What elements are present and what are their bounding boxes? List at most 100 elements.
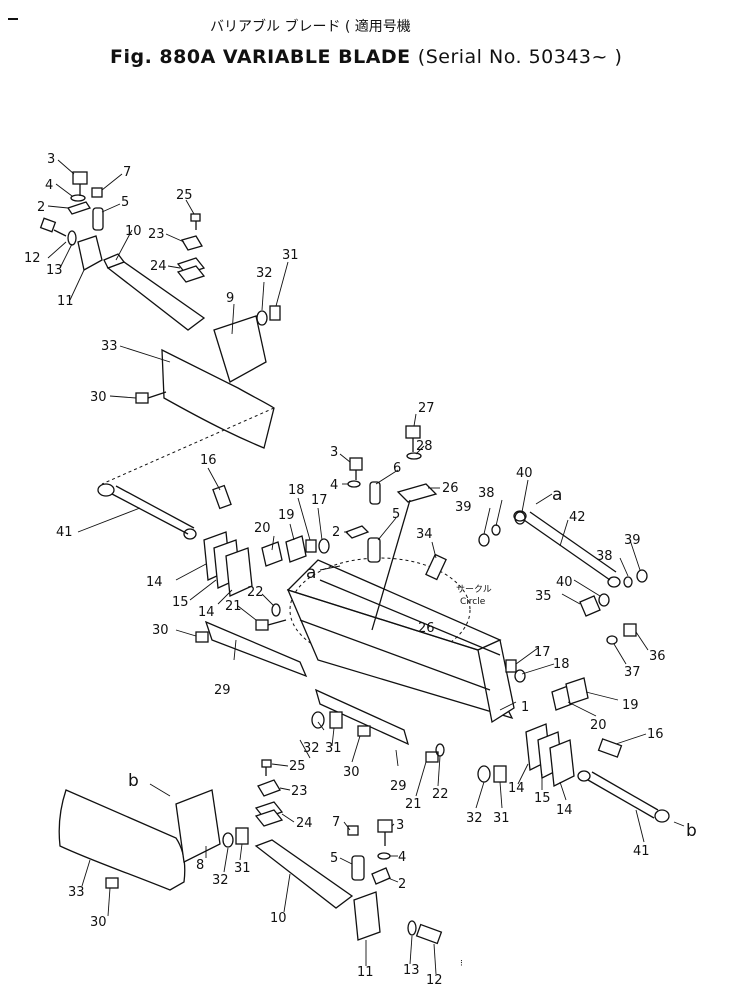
label-1: 1	[521, 700, 529, 715]
plate-14-left-b	[225, 547, 253, 597]
washer-40-top	[514, 511, 526, 525]
label-32-center: 32	[303, 741, 320, 756]
bracket-20-left	[261, 541, 283, 567]
label-25-bottom: 25	[289, 759, 306, 774]
label-41-right: 41	[633, 844, 650, 859]
label-36: 36	[649, 649, 666, 664]
washer-13-top	[67, 230, 77, 246]
label-42: 42	[569, 510, 586, 525]
bolt-27	[405, 425, 421, 439]
serial-range: (Serial No. 50343~ )	[417, 46, 623, 68]
label-26: 26	[442, 481, 459, 496]
label-20: 20	[254, 521, 271, 536]
label-32: 32	[256, 266, 273, 281]
nut-7-top	[91, 187, 103, 198]
moldboard-33-top	[161, 348, 275, 449]
label-31-center: 31	[325, 741, 342, 756]
label-34: 34	[416, 527, 433, 542]
label-17: 17	[311, 493, 328, 508]
label-22-right: 22	[432, 787, 449, 802]
shim-24-bottom-b	[254, 809, 284, 827]
label-24: 24	[150, 259, 167, 274]
pin-6-center	[369, 481, 381, 505]
shim-19-left	[285, 535, 307, 563]
bracket-11-top	[77, 235, 103, 271]
label-25: 25	[176, 188, 193, 203]
label-3-bottom: 3	[396, 818, 404, 833]
pin-16-right	[597, 738, 623, 758]
bolt-30-top	[135, 392, 149, 404]
washer-4-top	[70, 194, 86, 202]
plate-23-top	[181, 235, 203, 251]
label-21-right: 21	[405, 797, 422, 812]
shim-24-top-b	[176, 265, 206, 283]
label-4-center: 4	[330, 478, 338, 493]
bolt-12-top	[39, 217, 57, 233]
label-38: 38	[478, 486, 495, 501]
pin-5-center	[367, 537, 381, 563]
ref-a-left: a	[306, 563, 316, 583]
washer-37	[606, 635, 618, 645]
label-2-bottom: 2	[398, 877, 406, 892]
plate-23-bottom	[257, 779, 281, 797]
label-6: 6	[393, 461, 401, 476]
label-27: 27	[418, 401, 435, 416]
label-32-right: 32	[466, 811, 483, 826]
nut-7-bottom	[347, 825, 359, 836]
label-30-bottom: 30	[90, 915, 107, 930]
label-4-bottom: 4	[398, 850, 406, 865]
washer-22-left	[271, 603, 281, 617]
washer-39-right	[636, 569, 648, 583]
frame-end	[477, 639, 515, 724]
label-2-center: 2	[332, 525, 340, 540]
label-14-b: 14	[198, 605, 215, 620]
label-10-bottom: 10	[270, 911, 287, 926]
label-2: 2	[37, 200, 45, 215]
label-29: 29	[214, 683, 231, 698]
bolt-25-top	[190, 213, 201, 222]
label-18-right: 18	[553, 657, 570, 672]
label-30-left: 30	[152, 623, 169, 638]
washer-22-right	[435, 743, 445, 757]
label-29-lower: 29	[390, 779, 407, 794]
bracket-35	[579, 595, 601, 617]
nut-31-center	[329, 711, 343, 729]
label-14-right-b: 14	[556, 803, 573, 818]
label-39-right: 39	[624, 533, 641, 548]
bracket-11-bottom	[353, 891, 381, 941]
nut-18-left	[305, 539, 317, 553]
bolt-3-top	[72, 171, 88, 185]
plate-2-bottom	[371, 867, 391, 885]
label-30: 30	[90, 390, 107, 405]
label-13: 13	[46, 263, 63, 278]
washer-4-center	[347, 480, 361, 488]
plate-2-top	[66, 201, 92, 215]
shim-19-right	[565, 677, 589, 705]
arm-10-bottom	[254, 839, 354, 909]
figure-title: Fig. 880A VARIABLE BLADE (Serial No. 503…	[110, 46, 622, 68]
label-31-right: 31	[493, 811, 510, 826]
circle-label-en: Circle	[460, 597, 486, 607]
nut-31-bottom	[235, 827, 249, 845]
label-11-bottom: 11	[357, 965, 374, 980]
label-20-right: 20	[590, 718, 607, 733]
label-40-right: 40	[556, 575, 573, 590]
moldboard-33-bottom	[58, 789, 186, 891]
label-23: 23	[148, 227, 165, 242]
label-17-right: 17	[534, 645, 551, 660]
label-4: 4	[45, 178, 53, 193]
label-26-b: 26	[418, 621, 435, 636]
label-5: 5	[121, 195, 129, 210]
ref-b-right: b	[686, 821, 697, 841]
bolt-21-right	[425, 751, 439, 763]
label-8: 8	[196, 858, 204, 873]
label-7-bottom: 7	[332, 815, 340, 830]
plate-2-center	[344, 525, 370, 539]
bolt-21-left	[255, 619, 269, 631]
part-number-labels: 3 4 2 7 5 12 13 11 10 25 23 24 32 31 9 3…	[24, 152, 666, 985]
label-40: 40	[516, 466, 533, 481]
label-14: 14	[146, 575, 163, 590]
label-11: 11	[57, 294, 74, 309]
nut-17-right	[505, 659, 517, 673]
